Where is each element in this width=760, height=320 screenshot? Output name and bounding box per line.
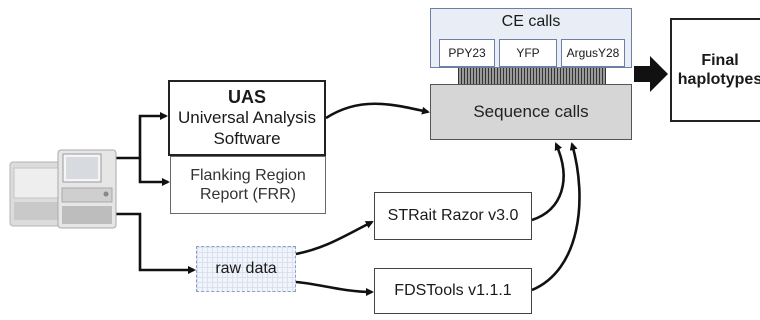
sequence-calls-box: Sequence calls (430, 84, 632, 140)
frr-box: Flanking Region Report (FRR) (170, 156, 326, 214)
arrow-uas-to-seq (325, 102, 430, 120)
raw-data-box: raw data (196, 246, 296, 292)
ce-to-sequence-connector (458, 68, 606, 84)
ce-calls-panel: CE calls PPY23 YFP ArgusY28 (430, 8, 632, 68)
final-line1: Final (701, 51, 739, 69)
uas-box: UAS Universal Analysis Software (168, 80, 326, 156)
uas-title: UAS (227, 86, 266, 107)
ce-marker-argusy28: ArgusY28 (561, 39, 625, 67)
frr-line2: Report (FRR) (199, 186, 296, 203)
arrow-raw-to-fds (295, 280, 374, 296)
final-line2: haplotypes (677, 71, 760, 88)
uas-line2: Software (213, 128, 281, 148)
uas-line1: Universal Analysis (178, 108, 316, 128)
ce-calls-title: CE calls (501, 13, 561, 30)
fdstools-box: FDSTools v1.1.1 (374, 268, 532, 314)
arrow-instrument-to-raw (112, 212, 196, 274)
arrow-instrument-to-frr (138, 158, 170, 186)
arrow-instrument-to-uas (112, 112, 168, 160)
frr-line1: Flanking Region (190, 166, 306, 184)
arrow-seq-to-final (634, 56, 668, 92)
arrow-fds-to-seq (531, 142, 581, 292)
arrow-strait-to-seq (531, 142, 565, 222)
strait-razor-box: STRait Razor v3.0 (374, 192, 532, 240)
final-haplotypes-box: Final haplotypes (670, 18, 760, 122)
ce-marker-ppy23: PPY23 (439, 39, 495, 67)
ce-marker-yfp: YFP (499, 39, 557, 67)
sequencer-instrument-icon (9, 149, 117, 229)
arrow-raw-to-strait (295, 220, 374, 256)
